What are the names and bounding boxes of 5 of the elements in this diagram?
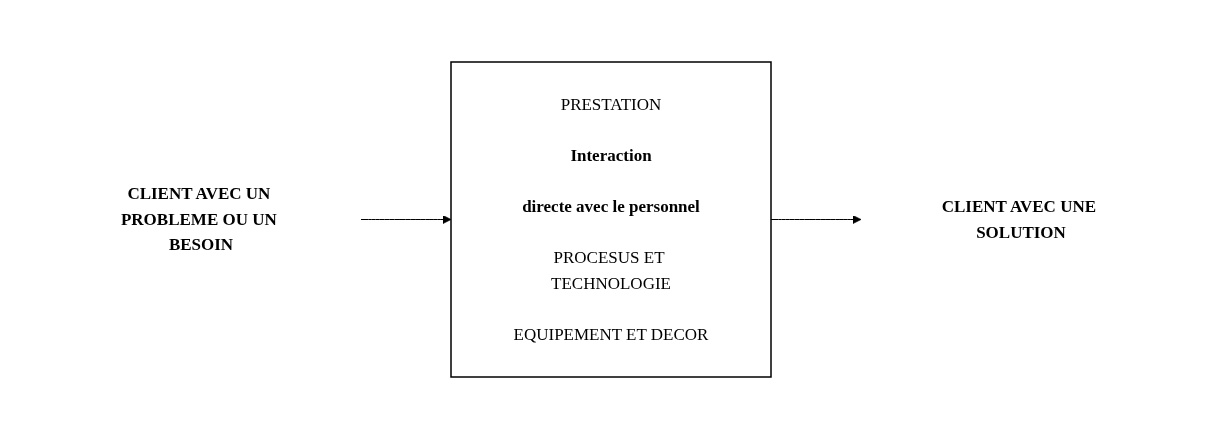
node-text: CLIENT AVEC UN PROBLEME OU UN BESOIN [120,184,277,255]
node-box: PRESTATION Interaction directe avec le personnel PROCESUS ET TECHNOLOGIE EQUIPEMENT ET DECOR [449,61,772,378]
arrow [360,215,451,224]
arrow [770,215,861,224]
node-text: CLIENT AVEC UNE SOLUTION [941,197,1096,242]
